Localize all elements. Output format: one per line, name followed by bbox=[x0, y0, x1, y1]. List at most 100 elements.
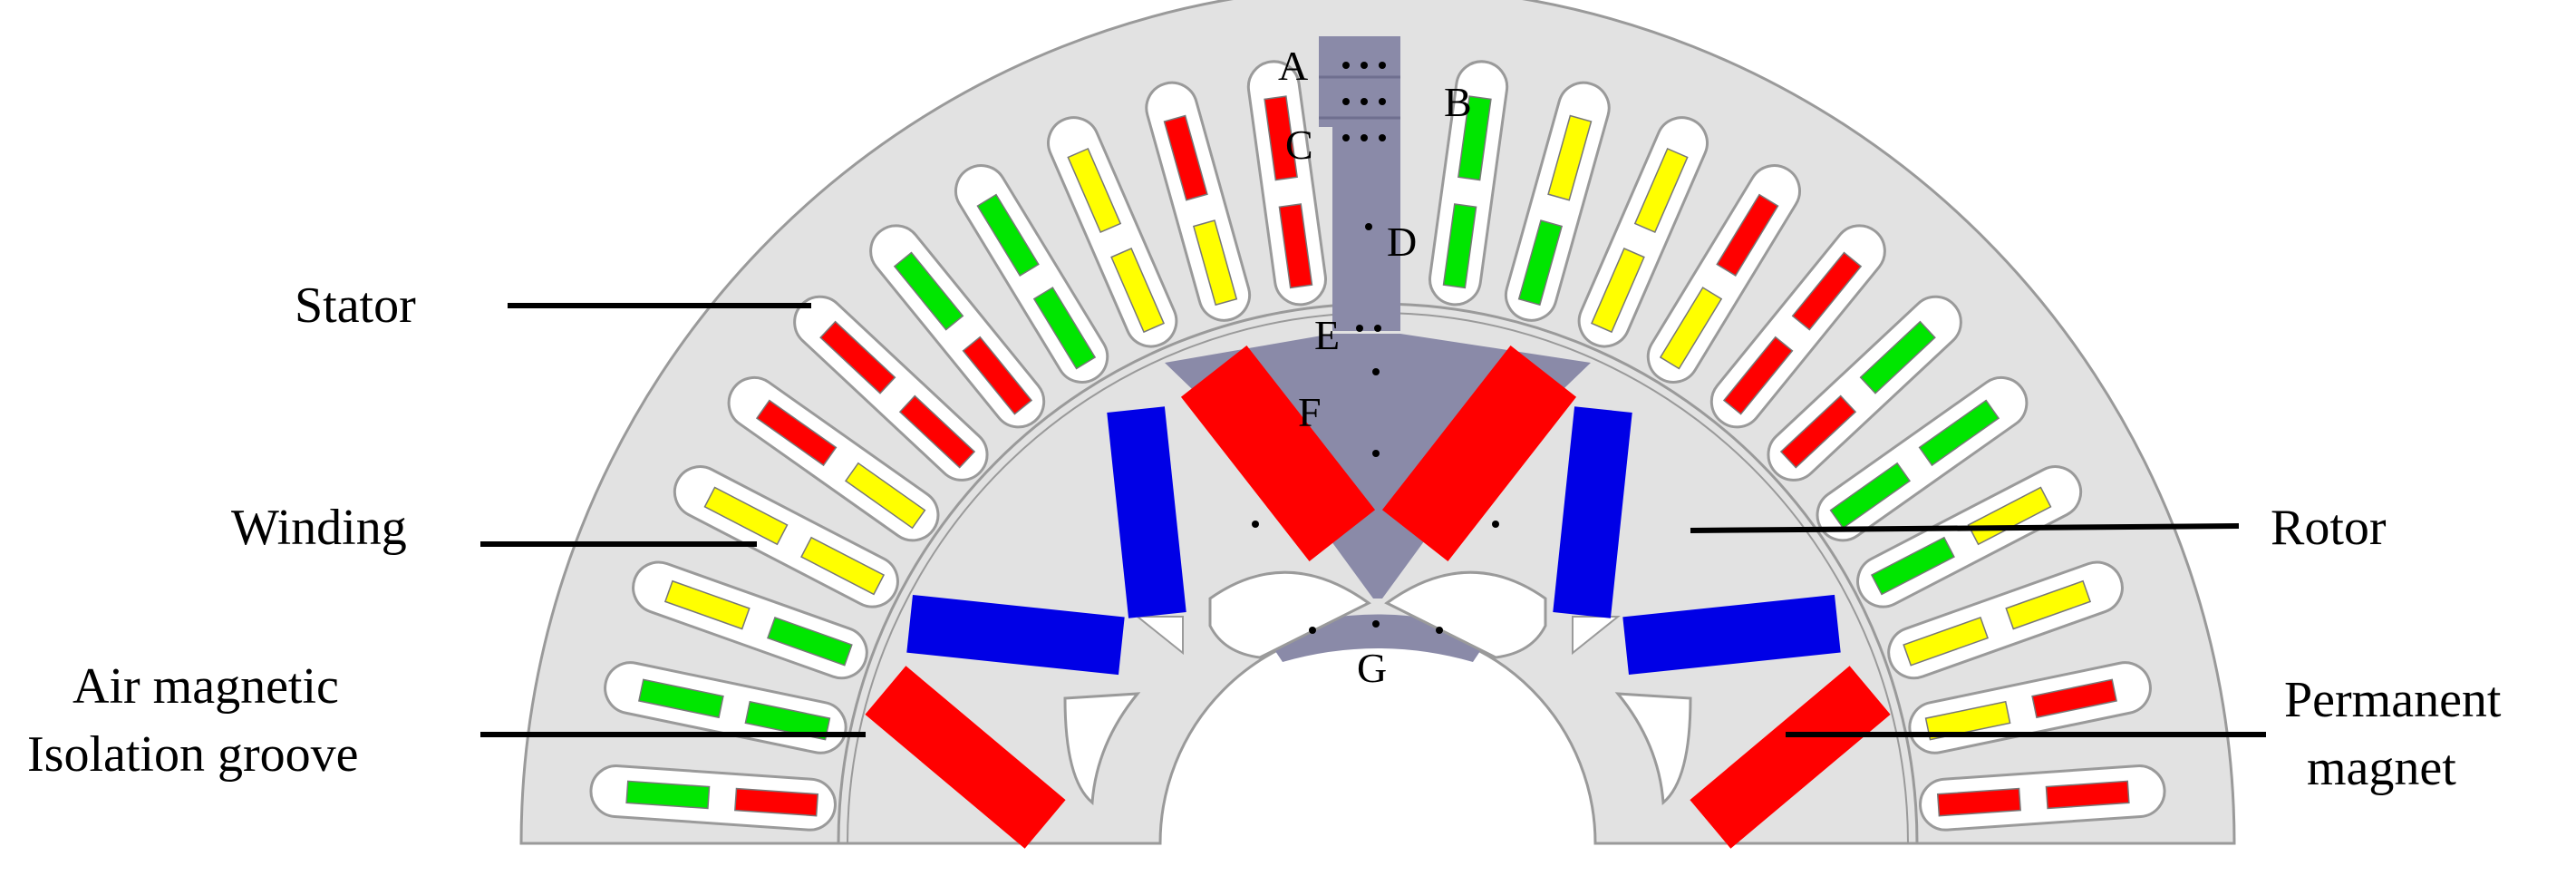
dot-c2 bbox=[1361, 134, 1368, 141]
magnet-top-left bbox=[1180, 346, 1376, 561]
stator-slot bbox=[1577, 116, 1709, 348]
dot-f4 bbox=[1492, 521, 1499, 528]
stator-slot bbox=[1047, 116, 1178, 348]
marker-dots bbox=[1252, 62, 1499, 634]
dot-e2 bbox=[1374, 325, 1381, 332]
magnet-upper-left bbox=[1107, 406, 1186, 618]
slot-opening bbox=[1919, 764, 2166, 832]
permanent-magnets bbox=[865, 346, 1891, 849]
dot-a1 bbox=[1342, 62, 1350, 69]
winding-label: Winding bbox=[231, 500, 407, 556]
winding-coil bbox=[976, 193, 1040, 277]
dot-e1 bbox=[1356, 325, 1363, 332]
rotor-flux-barriers bbox=[1063, 570, 1692, 806]
magnet-mid-right bbox=[1622, 594, 1841, 676]
dot-d bbox=[1365, 223, 1372, 230]
point-g-label: G bbox=[1357, 645, 1387, 691]
stator-slot bbox=[954, 164, 1109, 384]
winding-coil bbox=[663, 579, 751, 630]
winding-coil bbox=[898, 394, 976, 469]
flux-barrier-right bbox=[1384, 570, 1547, 659]
winding-coil bbox=[1722, 336, 1794, 415]
dot-c3 bbox=[1379, 134, 1386, 141]
dot-b2 bbox=[1361, 98, 1368, 105]
winding-coil bbox=[1163, 114, 1208, 201]
dot-g2 bbox=[1372, 620, 1380, 628]
winding-coil bbox=[1547, 114, 1593, 201]
flux-barrier-lower-left bbox=[1063, 692, 1141, 806]
stator-slot bbox=[632, 560, 868, 680]
winding-coil bbox=[1918, 399, 2000, 467]
winding-coil bbox=[893, 251, 964, 331]
winding-coil bbox=[1278, 203, 1313, 289]
winding-coil bbox=[638, 678, 724, 719]
winding-coil bbox=[703, 486, 789, 546]
stator-slot bbox=[1646, 164, 1801, 384]
slot-opening bbox=[589, 764, 837, 832]
point-f-label: F bbox=[1298, 389, 1322, 435]
stator-slot bbox=[673, 465, 899, 608]
winding-coil bbox=[1791, 251, 1863, 331]
dot-f1 bbox=[1372, 368, 1380, 375]
point-a-label: A bbox=[1278, 43, 1308, 89]
winding-coil bbox=[1779, 394, 1857, 469]
point-e-label: E bbox=[1314, 312, 1340, 358]
magnet-bottom-left bbox=[865, 666, 1066, 849]
winding-coil bbox=[744, 700, 831, 741]
winding-coil bbox=[1936, 787, 2021, 817]
stator-slot bbox=[793, 295, 989, 482]
winding-coil bbox=[819, 320, 896, 394]
winding-coil bbox=[2031, 678, 2117, 719]
winding-coil bbox=[1870, 536, 1955, 596]
stator-label: Stator bbox=[295, 277, 416, 334]
winding-coil bbox=[1633, 147, 1689, 234]
winding-coil bbox=[1659, 287, 1723, 370]
winding-coil bbox=[1110, 248, 1165, 334]
stator-slots bbox=[589, 60, 2166, 832]
dot-g3 bbox=[1436, 627, 1443, 634]
stator-slot bbox=[1145, 81, 1252, 322]
winding-coil bbox=[1067, 147, 1122, 234]
magnet-mid-left bbox=[906, 594, 1125, 676]
winding-coil bbox=[1859, 320, 1936, 394]
winding-coil bbox=[767, 616, 853, 667]
flux-barrier-left bbox=[1208, 570, 1371, 659]
dot-c1 bbox=[1342, 134, 1350, 141]
winding-coil bbox=[734, 787, 819, 817]
winding-coil bbox=[1192, 219, 1238, 307]
dot-b1 bbox=[1342, 98, 1350, 105]
winding-coil bbox=[1032, 287, 1097, 370]
dot-g1 bbox=[1309, 627, 1316, 634]
dot-f3 bbox=[1252, 521, 1259, 528]
winding-coil bbox=[1442, 203, 1477, 289]
dot-a3 bbox=[1379, 62, 1386, 69]
stator-slot bbox=[1919, 764, 2166, 832]
air-groove-label-line2: Isolation groove bbox=[27, 726, 358, 783]
magnet-bottom-right bbox=[1690, 666, 1891, 849]
magnet-upper-right bbox=[1553, 406, 1632, 618]
winding-coil bbox=[1903, 616, 1989, 667]
stator-slot bbox=[1428, 60, 1509, 307]
winding-coil bbox=[1264, 95, 1298, 181]
magnet-top-right bbox=[1381, 346, 1577, 561]
winding-coil bbox=[1457, 95, 1492, 181]
stator-slot bbox=[1856, 465, 2083, 608]
stator-slot bbox=[1767, 295, 1962, 482]
winding-coil bbox=[844, 462, 926, 530]
winding-coil bbox=[1829, 462, 1912, 530]
stator-slot bbox=[1887, 560, 2124, 680]
dot-a2 bbox=[1361, 62, 1368, 69]
stator-slot bbox=[727, 375, 940, 542]
point-c-label: C bbox=[1285, 122, 1313, 168]
winding-coil bbox=[1591, 248, 1645, 334]
winding-coil bbox=[625, 780, 711, 810]
stator-slot bbox=[1816, 375, 2029, 542]
stator-slot bbox=[1246, 60, 1327, 307]
flux-barrier-lower-right bbox=[1614, 692, 1692, 806]
dot-f2 bbox=[1372, 450, 1380, 457]
flux-barrier-corner-1 bbox=[1135, 616, 1184, 656]
dot-b3 bbox=[1379, 98, 1386, 105]
winding-coil bbox=[962, 336, 1033, 415]
stator-slot bbox=[869, 224, 1046, 429]
